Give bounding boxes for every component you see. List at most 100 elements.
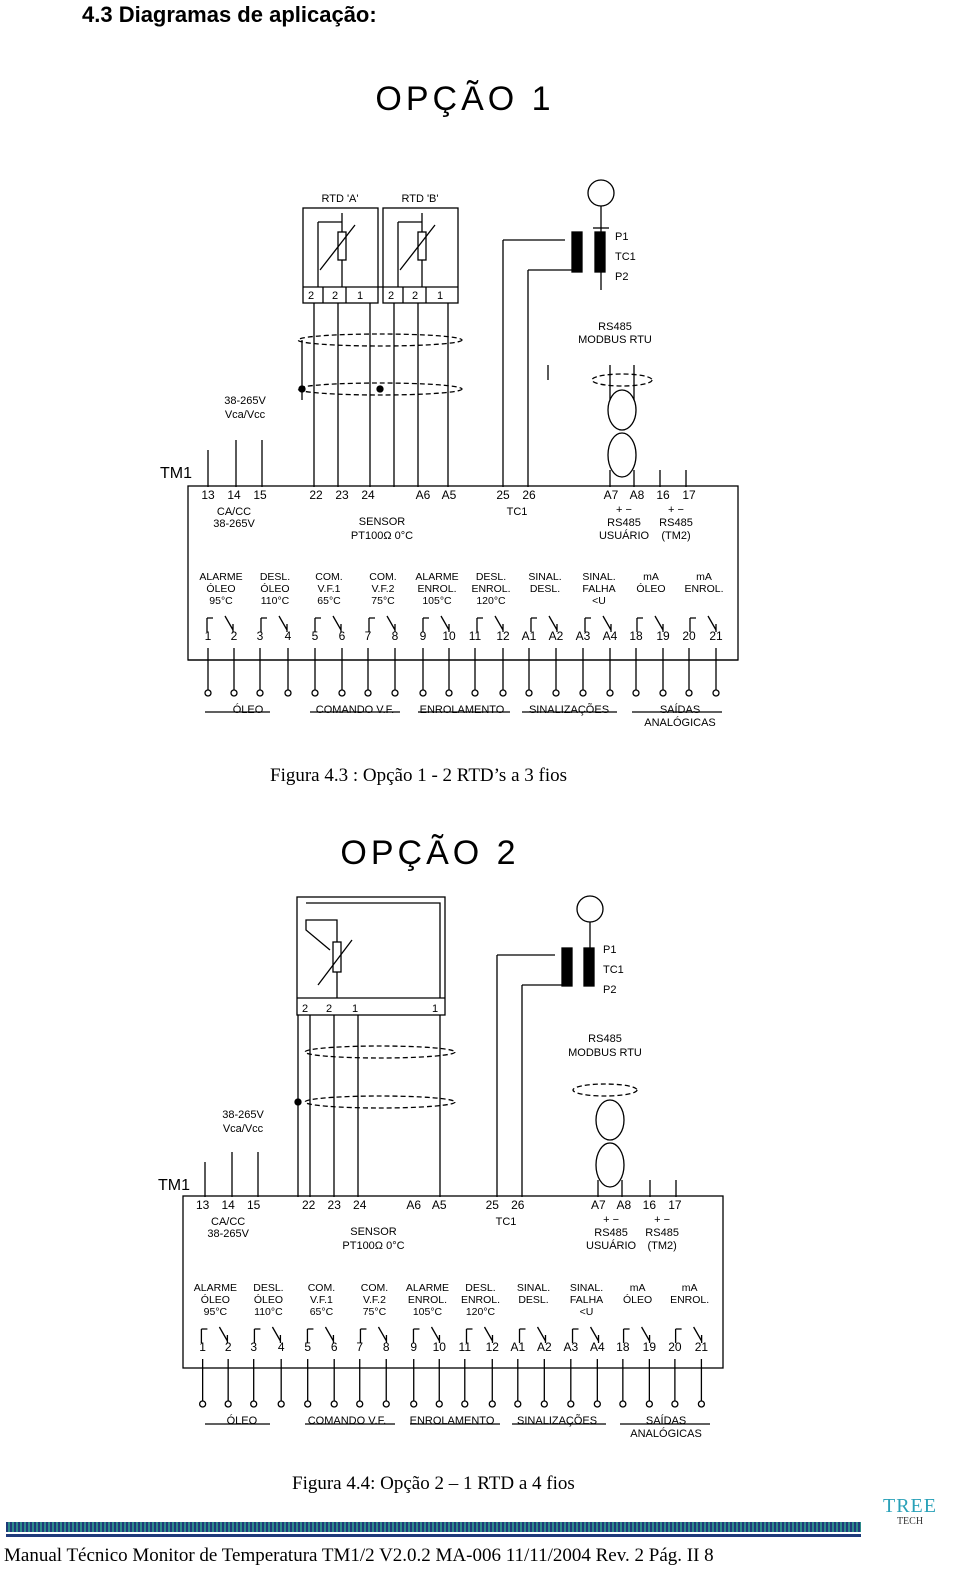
- svg-text:Vca/Vcc: Vca/Vcc: [223, 1123, 264, 1135]
- terminal-point: [435, 1400, 443, 1408]
- relay-contact: [200, 1326, 229, 1343]
- bottom-terminal-5: 5: [304, 1340, 311, 1354]
- output-label: 120°C: [466, 1306, 496, 1318]
- group-label: SINALIZAÇÕES: [529, 703, 609, 716]
- supply-type-label: Vca/Vcc: [225, 409, 266, 421]
- rtd-b-pin: 2: [388, 290, 394, 302]
- relay-contact: [476, 615, 504, 632]
- output-label: DESL.: [518, 1294, 548, 1306]
- page-heading: 4.3 Diagramas de aplicação:: [82, 2, 377, 27]
- footer-rule-line: [6, 1534, 861, 1537]
- terminal-23: 23: [335, 488, 349, 502]
- output-label: ALARME: [406, 1282, 449, 1294]
- output-label: DESL.: [465, 1282, 495, 1294]
- terminal-point: [410, 1400, 418, 1408]
- bottom-terminal-4: 4: [278, 1340, 285, 1354]
- output-label: ÓLEO: [260, 582, 289, 595]
- terminal-point: [330, 1400, 338, 1408]
- svg-text:38-265V: 38-265V: [222, 1109, 264, 1121]
- bottom-terminal-10: 10: [433, 1340, 447, 1354]
- output-label: mA: [643, 571, 659, 583]
- page-footer: Manual Técnico Monitor de Temperatura TM…: [4, 1545, 714, 1566]
- bottom-terminal-3: 3: [250, 1340, 257, 1354]
- terminal-16: 16: [643, 1198, 657, 1212]
- output-label: <U: [580, 1306, 594, 1318]
- relay-contact: [465, 1326, 494, 1343]
- group-label: SINALIZAÇÕES: [517, 1414, 597, 1427]
- rs485-user-label: RS485: [594, 1227, 628, 1239]
- bottom-terminal-2: 2: [231, 629, 238, 643]
- bottom-terminal-7: 7: [356, 1340, 363, 1354]
- group-label: ÓLEO: [227, 1414, 258, 1427]
- terminal-point: [204, 689, 212, 697]
- svg-text:2: 2: [302, 1003, 308, 1015]
- terminal-point: [284, 689, 292, 697]
- terminal-point: [461, 1400, 469, 1408]
- tm1-label: TM1: [160, 465, 192, 482]
- terminal-25: 25: [496, 488, 510, 502]
- terminal-A8: A8: [616, 1198, 631, 1212]
- svg-text:TM1: TM1: [158, 1177, 190, 1194]
- terminal-A6: A6: [406, 1198, 421, 1212]
- cacc-voltage: 38-265V: [207, 1228, 249, 1240]
- supply-voltage-label: 38-265V: [224, 395, 266, 407]
- rs485-tm2-label: + −: [654, 1214, 670, 1226]
- output-label: ENROL.: [684, 583, 723, 595]
- terminal-24: 24: [353, 1198, 367, 1212]
- diagram-1-title: OPÇÃO 1: [375, 80, 554, 118]
- rs485-user-label: + −: [603, 1214, 619, 1226]
- bottom-terminal-20: 20: [682, 629, 696, 643]
- output-label: SINAL.: [517, 1282, 550, 1294]
- svg-text:P2: P2: [603, 984, 616, 996]
- relay-contact: [206, 615, 234, 632]
- output-label: 95°C: [204, 1306, 228, 1318]
- tc-label-p2: P2: [615, 271, 628, 283]
- cacc-voltage: 38-265V: [213, 518, 255, 530]
- output-label: V.F.2: [363, 1294, 386, 1306]
- terminal-point: [356, 1400, 364, 1408]
- output-label: FALHA: [582, 583, 615, 595]
- cacc-label: CA/CC: [211, 1216, 245, 1228]
- rs485-user-label: + −: [616, 504, 632, 516]
- svg-text:MODBUS RTU: MODBUS RTU: [568, 1047, 642, 1059]
- terminal-point: [697, 1400, 706, 1408]
- bottom-terminal-19: 19: [643, 1340, 657, 1354]
- terminal-point: [514, 1400, 522, 1408]
- group-label: ÓLEO: [233, 703, 264, 716]
- relay-contact: [571, 1326, 600, 1343]
- bottom-terminal-A2: A2: [537, 1340, 552, 1354]
- terminal-23: 23: [328, 1198, 342, 1212]
- output-label: ÓLEO: [201, 1293, 230, 1306]
- relay-contact: [260, 615, 288, 632]
- rs485-label: RS485: [598, 321, 632, 333]
- rs485-tm2-label: (TM2): [647, 1240, 676, 1252]
- terminal-22: 22: [302, 1198, 316, 1212]
- tc1-terminal-label: TC1: [507, 506, 528, 518]
- relay-contact: [584, 615, 612, 632]
- rs485-sub-label: MODBUS RTU: [578, 334, 652, 346]
- output-label: ENROL.: [670, 1294, 709, 1306]
- output-label: DESL.: [476, 571, 506, 583]
- terminal-point: [685, 689, 693, 697]
- terminal-25: 25: [486, 1198, 500, 1212]
- bottom-terminal-6: 6: [339, 629, 346, 643]
- bottom-terminal-21: 21: [709, 629, 723, 643]
- terminal-24: 24: [361, 488, 375, 502]
- relay-contact: [359, 1326, 388, 1343]
- rtd-b-label: RTD 'B': [401, 193, 438, 205]
- bottom-terminal-A3: A3: [576, 629, 591, 643]
- bottom-terminal-A4: A4: [590, 1340, 605, 1354]
- diagram-option-1: OPÇÃO 1: [160, 80, 739, 729]
- output-label: 120°C: [476, 595, 506, 607]
- output-label: ENROL.: [471, 583, 510, 595]
- bottom-terminal-A4: A4: [603, 629, 618, 643]
- output-label: DESL.: [253, 1282, 283, 1294]
- bottom-terminal-10: 10: [442, 629, 456, 643]
- rs485-user-label: USUÁRIO: [599, 529, 650, 542]
- terminal-A7: A7: [591, 1198, 606, 1212]
- relay-contact: [530, 615, 558, 632]
- output-label: SINAL.: [582, 571, 615, 583]
- terminal-13: 13: [196, 1198, 210, 1212]
- rtd-b-pin: 1: [437, 290, 443, 302]
